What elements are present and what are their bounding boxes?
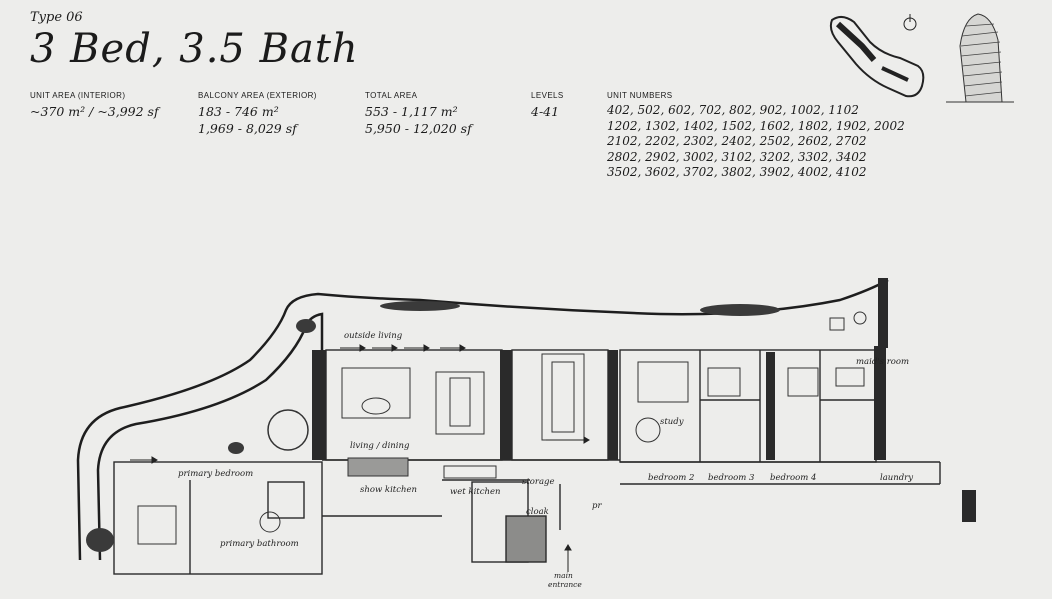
unit-area-block: UNIT AREA (INTERIOR) ~370 m² / ~3,992 sf — [30, 91, 159, 120]
primary-bedroom-label: primary bedroom — [178, 469, 253, 479]
maids-room-label: maid's room — [856, 357, 909, 367]
unit-numbers-line: 2102, 2202, 2302, 2402, 2502, 2602, 2702 — [607, 134, 867, 148]
balcony-area-block: BALCONY AREA (EXTERIOR) 183 - 746 m² 1,9… — [198, 91, 317, 137]
balcony-area-imperial: 1,969 - 8,029 sf — [198, 121, 297, 136]
balcony-area-label: BALCONY AREA (EXTERIOR) — [198, 91, 317, 100]
unit-numbers-label: UNIT NUMBERS — [607, 91, 673, 100]
unit-numbers-block: UNIT NUMBERS 402, 502, 602, 702, 802, 90… — [607, 91, 905, 181]
total-area-metric: 553 - 1,117 m² — [365, 104, 458, 119]
north-arrow-icon — [903, 14, 917, 31]
total-area-block: TOTAL AREA 553 - 1,117 m² 5,950 - 12,020… — [365, 91, 472, 137]
type-label: Type 06 — [30, 10, 83, 25]
main-entrance-label: main — [554, 571, 573, 580]
unit-area-value: ~370 m² / ~3,992 sf — [30, 104, 159, 119]
levels-label: LEVELS — [531, 91, 564, 100]
cloak-label: cloak — [526, 507, 549, 517]
powder-room-label: pr — [592, 501, 602, 511]
bedroom-4-label: bedroom 4 — [770, 473, 816, 483]
unit-numbers-line: 3502, 3602, 3702, 3802, 3902, 4002, 4102 — [607, 165, 867, 179]
unit-numbers-line: 2802, 2902, 3002, 3102, 3202, 3302, 3402 — [607, 149, 867, 164]
unit-numbers-line: 402, 502, 602, 702, 802, 902, 1002, 1102 — [607, 103, 859, 117]
levels-value: 4-41 — [531, 104, 560, 119]
show-kitchen-label: show kitchen — [360, 485, 417, 495]
study-label: study — [660, 417, 684, 427]
unit-title: 3 Bed, 3.5 Bath — [30, 26, 359, 72]
primary-bathroom-label: primary bathroom — [220, 539, 299, 549]
tower-sketch-icon — [946, 13, 1014, 103]
main-entrance-label-2: entrance — [548, 580, 582, 589]
site-keyplan-icon — [829, 14, 925, 98]
wet-kitchen-label: wet kitchen — [450, 487, 500, 497]
outside-living-label: outside living — [344, 331, 403, 341]
total-area-label: TOTAL AREA — [365, 91, 418, 100]
floor-plan: outside living living / dining primary b… — [76, 278, 976, 589]
bedroom-3-label: bedroom 3 — [708, 473, 754, 483]
unit-numbers-line: 1202, 1302, 1402, 1502, 1602, 1802, 1902… — [607, 118, 905, 133]
laundry-label: laundry — [880, 473, 913, 483]
living-dining-label: living / dining — [350, 441, 410, 451]
storage-label: storage — [522, 477, 555, 487]
balcony-area-metric: 183 - 746 m² — [198, 104, 279, 119]
levels-block: LEVELS 4-41 — [531, 91, 564, 120]
total-area-imperial: 5,950 - 12,020 sf — [365, 121, 472, 136]
unit-area-label: UNIT AREA (INTERIOR) — [30, 91, 126, 100]
bedroom-2-label: bedroom 2 — [648, 473, 694, 483]
